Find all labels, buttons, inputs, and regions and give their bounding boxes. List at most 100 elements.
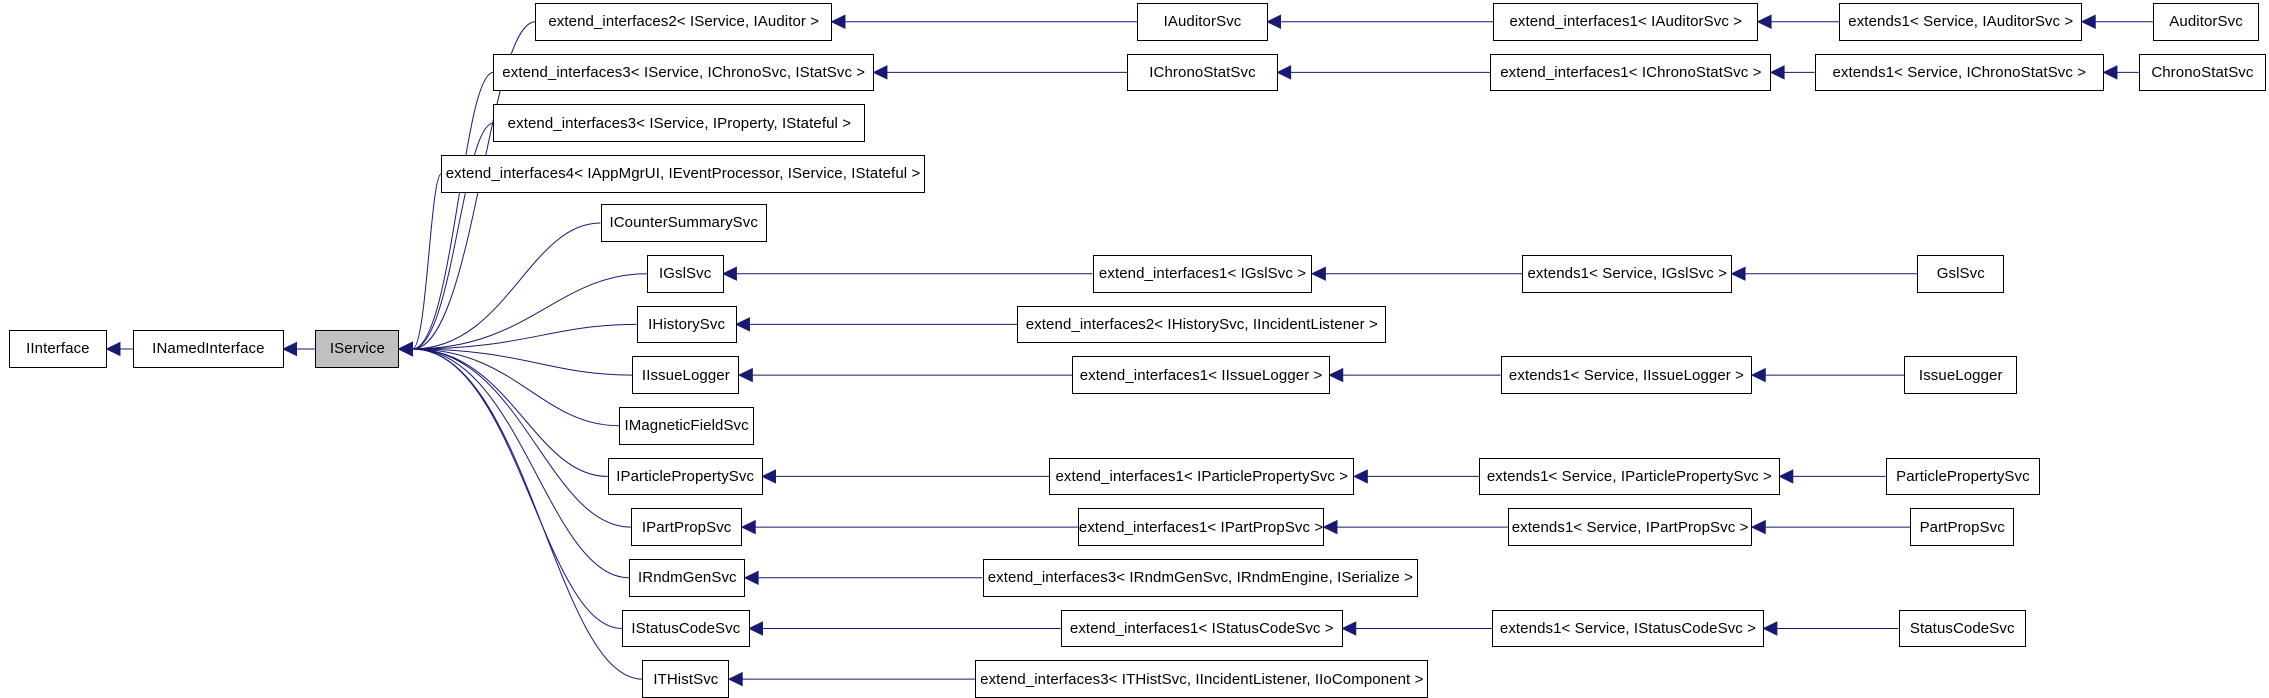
class-node-ICounterSummarySvc[interactable]: ICounterSummarySvc [600, 204, 767, 242]
inheritance-edge [412, 349, 631, 527]
inheritance-arrowhead [737, 367, 753, 383]
class-node-label: IGslSvc [658, 265, 712, 283]
class-node-label: IService [329, 340, 385, 358]
inheritance-arrowhead [397, 341, 413, 357]
class-node-IIssueLogger[interactable]: IIssueLogger [632, 356, 740, 394]
class-node-label: extend_interfaces1< IPartPropSvc > [1078, 518, 1324, 536]
class-node-label: IChronoStatSvc [1149, 63, 1256, 81]
class-node-label: IPartPropSvc [641, 518, 732, 536]
inheritance-arrowhead [397, 341, 413, 357]
class-node-label: IMagneticFieldSvc [624, 417, 749, 435]
inheritance-arrowhead [397, 341, 413, 357]
class-node-ei3_IRndmGenSvc_IRndmEngine_ISerialize[interactable]: extend_interfaces3< IRndmGenSvc, IRndmEn… [982, 558, 1419, 597]
inheritance-arrowhead [397, 341, 413, 357]
class-node-StatusCodeSvc[interactable]: StatusCodeSvc [1898, 609, 2026, 648]
class-node-ei1_IGslSvc[interactable]: extend_interfaces1< IGslSvc > [1092, 254, 1313, 293]
class-node-label: IInterface [26, 340, 90, 358]
inheritance-arrowhead [735, 317, 750, 332]
inheritance-arrowhead [1276, 65, 1292, 80]
class-node-IAuditorSvc[interactable]: IAuditorSvc [1137, 2, 1268, 41]
inheritance-arrowhead [397, 341, 413, 357]
inheritance-arrowhead [397, 341, 413, 357]
class-node-IPartPropSvc[interactable]: IPartPropSvc [630, 508, 743, 546]
inheritance-arrowhead [105, 341, 121, 357]
inheritance-arrowhead [2080, 14, 2096, 29]
class-node-IssueLogger[interactable]: IssueLogger [1904, 356, 2018, 394]
class-node-IStatusCodeSvc[interactable]: IStatusCodeSvc [622, 609, 750, 648]
inheritance-arrowhead [761, 469, 776, 484]
class-node-AuditorSvc[interactable]: AuditorSvc [2153, 2, 2259, 41]
class-node-label: IRndmGenSvc [638, 569, 737, 587]
class-node-ei1_IParticlePropertySvc[interactable]: extend_interfaces1< IParticlePropertySvc… [1049, 457, 1355, 496]
class-node-label: IAuditorSvc [1163, 13, 1242, 31]
class-node-IRndmGenSvc[interactable]: IRndmGenSvc [629, 558, 746, 597]
inheritance-edge [412, 349, 632, 375]
inheritance-arrowhead [397, 341, 413, 357]
class-node-ei2_IService_IAuditor[interactable]: extend_interfaces2< IService, IAuditor > [535, 2, 833, 41]
inheritance-edge [412, 349, 622, 628]
inheritance-arrowhead [740, 519, 756, 535]
inheritance-arrowhead [721, 266, 737, 281]
class-node-label: extend_interfaces2< IService, IAuditor > [548, 13, 820, 31]
class-node-label: extend_interfaces1< IAuditorSvc > [1509, 13, 1743, 31]
inheritance-arrowhead [743, 570, 759, 586]
class-node-label: extend_interfaces3< ITHistSvc, IIncident… [980, 670, 1424, 688]
class-node-ei1_IIssueLogger[interactable]: extend_interfaces1< IIssueLogger > [1072, 356, 1330, 394]
class-node-label: extend_interfaces3< IRndmGenSvc, IRndmEn… [987, 569, 1413, 587]
class-node-ei3_IService_IChronoSvc_IStatSvc[interactable]: extend_interfaces3< IService, IChronoSvc… [493, 53, 875, 92]
class-node-IChronoStatSvc[interactable]: IChronoStatSvc [1127, 53, 1278, 92]
class-node-label: extend_interfaces1< IStatusCodeSvc > [1069, 619, 1334, 637]
class-node-label: extend_interfaces4< IAppMgrUI, IEventPro… [445, 165, 921, 183]
class-node-label: ChronoStatSvc [2151, 63, 2254, 81]
inheritance-arrowhead [1328, 367, 1344, 383]
class-node-ParticlePropertySvc[interactable]: ParticlePropertySvc [1885, 457, 2041, 496]
inheritance-arrowhead [1778, 469, 1794, 484]
inheritance-arrowhead [397, 341, 413, 357]
class-node-PartPropSvc[interactable]: PartPropSvc [1910, 508, 2015, 546]
class-node-label: extend_interfaces1< IIssueLogger > [1079, 366, 1323, 384]
class-node-ei1_IAuditorSvc[interactable]: extend_interfaces1< IAuditorSvc > [1493, 2, 1759, 41]
class-node-GslSvc[interactable]: GslSvc [1917, 254, 2005, 293]
inheritance-edge [412, 324, 636, 349]
class-node-IMagneticFieldSvc[interactable]: IMagneticFieldSvc [619, 406, 754, 445]
class-node-IHistorySvc[interactable]: IHistorySvc [636, 305, 737, 344]
inheritance-arrowhead [872, 65, 888, 80]
class-node-label: IssueLogger [1918, 366, 2003, 384]
class-node-ex1_Service_IAuditorSvc[interactable]: extends1< Service, IAuditorSvc > [1839, 2, 2083, 41]
class-node-label: extend_interfaces3< IService, IChronoSvc… [502, 63, 866, 81]
class-node-label: GslSvc [1936, 265, 1985, 283]
class-node-label: extend_interfaces1< IChronoStatSvc > [1500, 63, 1762, 81]
class-node-label: extends1< Service, IAuditorSvc > [1848, 13, 2074, 31]
inheritance-edge [412, 72, 493, 349]
class-node-INamedInterface[interactable]: INamedInterface [133, 330, 284, 368]
class-node-ei1_IStatusCodeSvc[interactable]: extend_interfaces1< IStatusCodeSvc > [1060, 609, 1343, 648]
class-node-IParticlePropertySvc[interactable]: IParticlePropertySvc [607, 457, 763, 496]
class-node-ei1_IChronoStatSvc[interactable]: extend_interfaces1< IChronoStatSvc > [1490, 53, 1772, 92]
class-node-ei4_IAppMgrUI_IEventProcessor_IService_IStateful[interactable]: extend_interfaces4< IAppMgrUI, IEventPro… [441, 154, 925, 193]
class-node-ex1_Service_IGslSvc[interactable]: extends1< Service, IGslSvc > [1522, 254, 1733, 293]
class-node-label: extends1< Service, IChronoStatSvc > [1832, 63, 2087, 81]
class-node-label: AuditorSvc [2169, 13, 2243, 31]
class-node-ei3_ITHistSvc_IIncidentListener_IIoComponent[interactable]: extend_interfaces3< ITHistSvc, IIncident… [975, 660, 1429, 698]
class-node-IInterface[interactable]: IInterface [8, 330, 108, 368]
class-node-IService: IService [315, 330, 400, 368]
class-node-ex1_Service_IIssueLogger[interactable]: extends1< Service, IIssueLogger > [1500, 356, 1753, 394]
class-node-label: IStatusCodeSvc [631, 619, 741, 637]
class-node-label: StatusCodeSvc [1909, 619, 2015, 637]
class-node-ex1_Service_IStatusCodeSvc[interactable]: extends1< Service, IStatusCodeSvc > [1491, 609, 1764, 648]
class-node-ex1_Service_IParticlePropertySvc[interactable]: extends1< Service, IParticlePropertySvc … [1478, 457, 1780, 496]
inheritance-arrowhead [397, 341, 413, 357]
class-node-ChronoStatSvc[interactable]: ChronoStatSvc [2138, 53, 2267, 92]
class-node-ei1_IPartPropSvc[interactable]: extend_interfaces1< IPartPropSvc > [1078, 508, 1325, 546]
inheritance-arrowhead [1322, 519, 1338, 535]
inheritance-arrowhead [397, 341, 413, 357]
class-node-ex1_Service_IChronoStatSvc[interactable]: extends1< Service, IChronoStatSvc > [1814, 53, 2105, 92]
class-node-ei2_IHistorySvc_IIncidentListener[interactable]: extend_interfaces2< IHistorySvc, IIncide… [1017, 305, 1387, 344]
class-node-label: extends1< Service, IGslSvc > [1527, 265, 1727, 283]
class-node-IGslSvc[interactable]: IGslSvc [646, 254, 724, 293]
class-node-ITHistSvc[interactable]: ITHistSvc [642, 660, 730, 698]
class-node-ei3_IService_IProperty_IStateful[interactable]: extend_interfaces3< IService, IProperty,… [493, 104, 866, 142]
class-node-label: PartPropSvc [1919, 518, 2005, 536]
class-node-ex1_Service_IPartPropSvc[interactable]: extends1< Service, IPartPropSvc > [1507, 508, 1753, 546]
inheritance-arrowhead [397, 341, 413, 357]
